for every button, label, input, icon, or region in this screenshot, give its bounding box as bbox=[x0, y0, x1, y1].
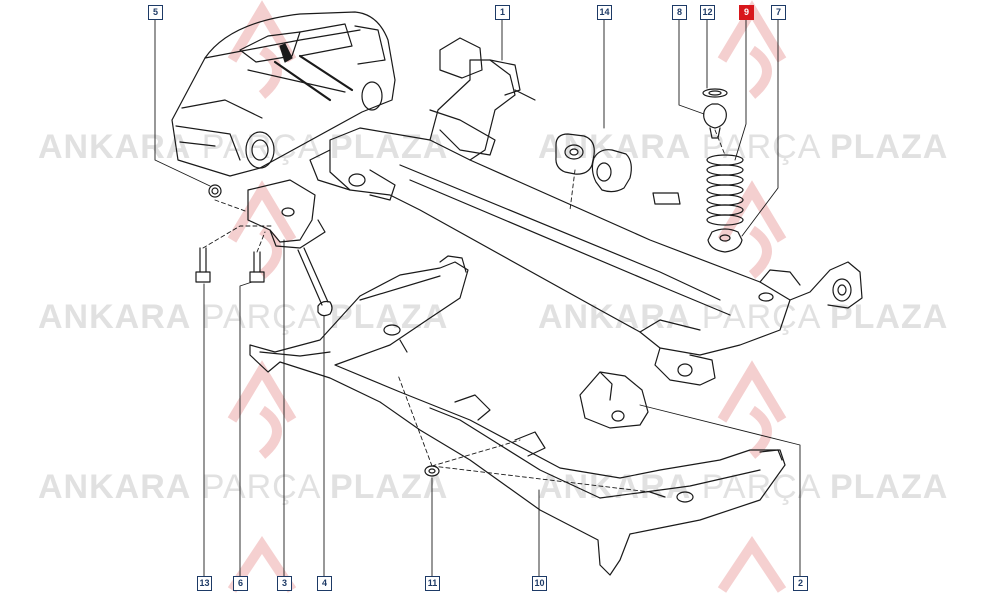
bushings bbox=[555, 133, 632, 193]
callout-2[interactable]: 2 bbox=[793, 576, 808, 591]
callout-14[interactable]: 14 bbox=[597, 5, 612, 20]
callout-11[interactable]: 11 bbox=[425, 576, 440, 591]
callout-10[interactable]: 10 bbox=[532, 576, 547, 591]
callout-1[interactable]: 1 bbox=[495, 5, 510, 20]
right-mounting-bracket bbox=[579, 371, 649, 429]
callout-6[interactable]: 6 bbox=[233, 576, 248, 591]
callout-8[interactable]: 8 bbox=[672, 5, 687, 20]
coil-spring-assembly bbox=[652, 88, 744, 253]
callout-9[interactable]: 9 bbox=[739, 5, 754, 20]
callout-7[interactable]: 7 bbox=[771, 5, 786, 20]
underbody-shield bbox=[249, 255, 786, 576]
left-mounting-bracket bbox=[208, 179, 326, 249]
callout-3[interactable]: 3 bbox=[277, 576, 292, 591]
rear-axle-beam bbox=[309, 37, 863, 386]
car-thumbnail bbox=[171, 11, 396, 177]
callout-13[interactable]: 13 bbox=[197, 576, 212, 591]
callout-5[interactable]: 5 bbox=[148, 5, 163, 20]
bolts bbox=[195, 247, 333, 317]
callout-4[interactable]: 4 bbox=[317, 576, 332, 591]
callout-12[interactable]: 12 bbox=[700, 5, 715, 20]
